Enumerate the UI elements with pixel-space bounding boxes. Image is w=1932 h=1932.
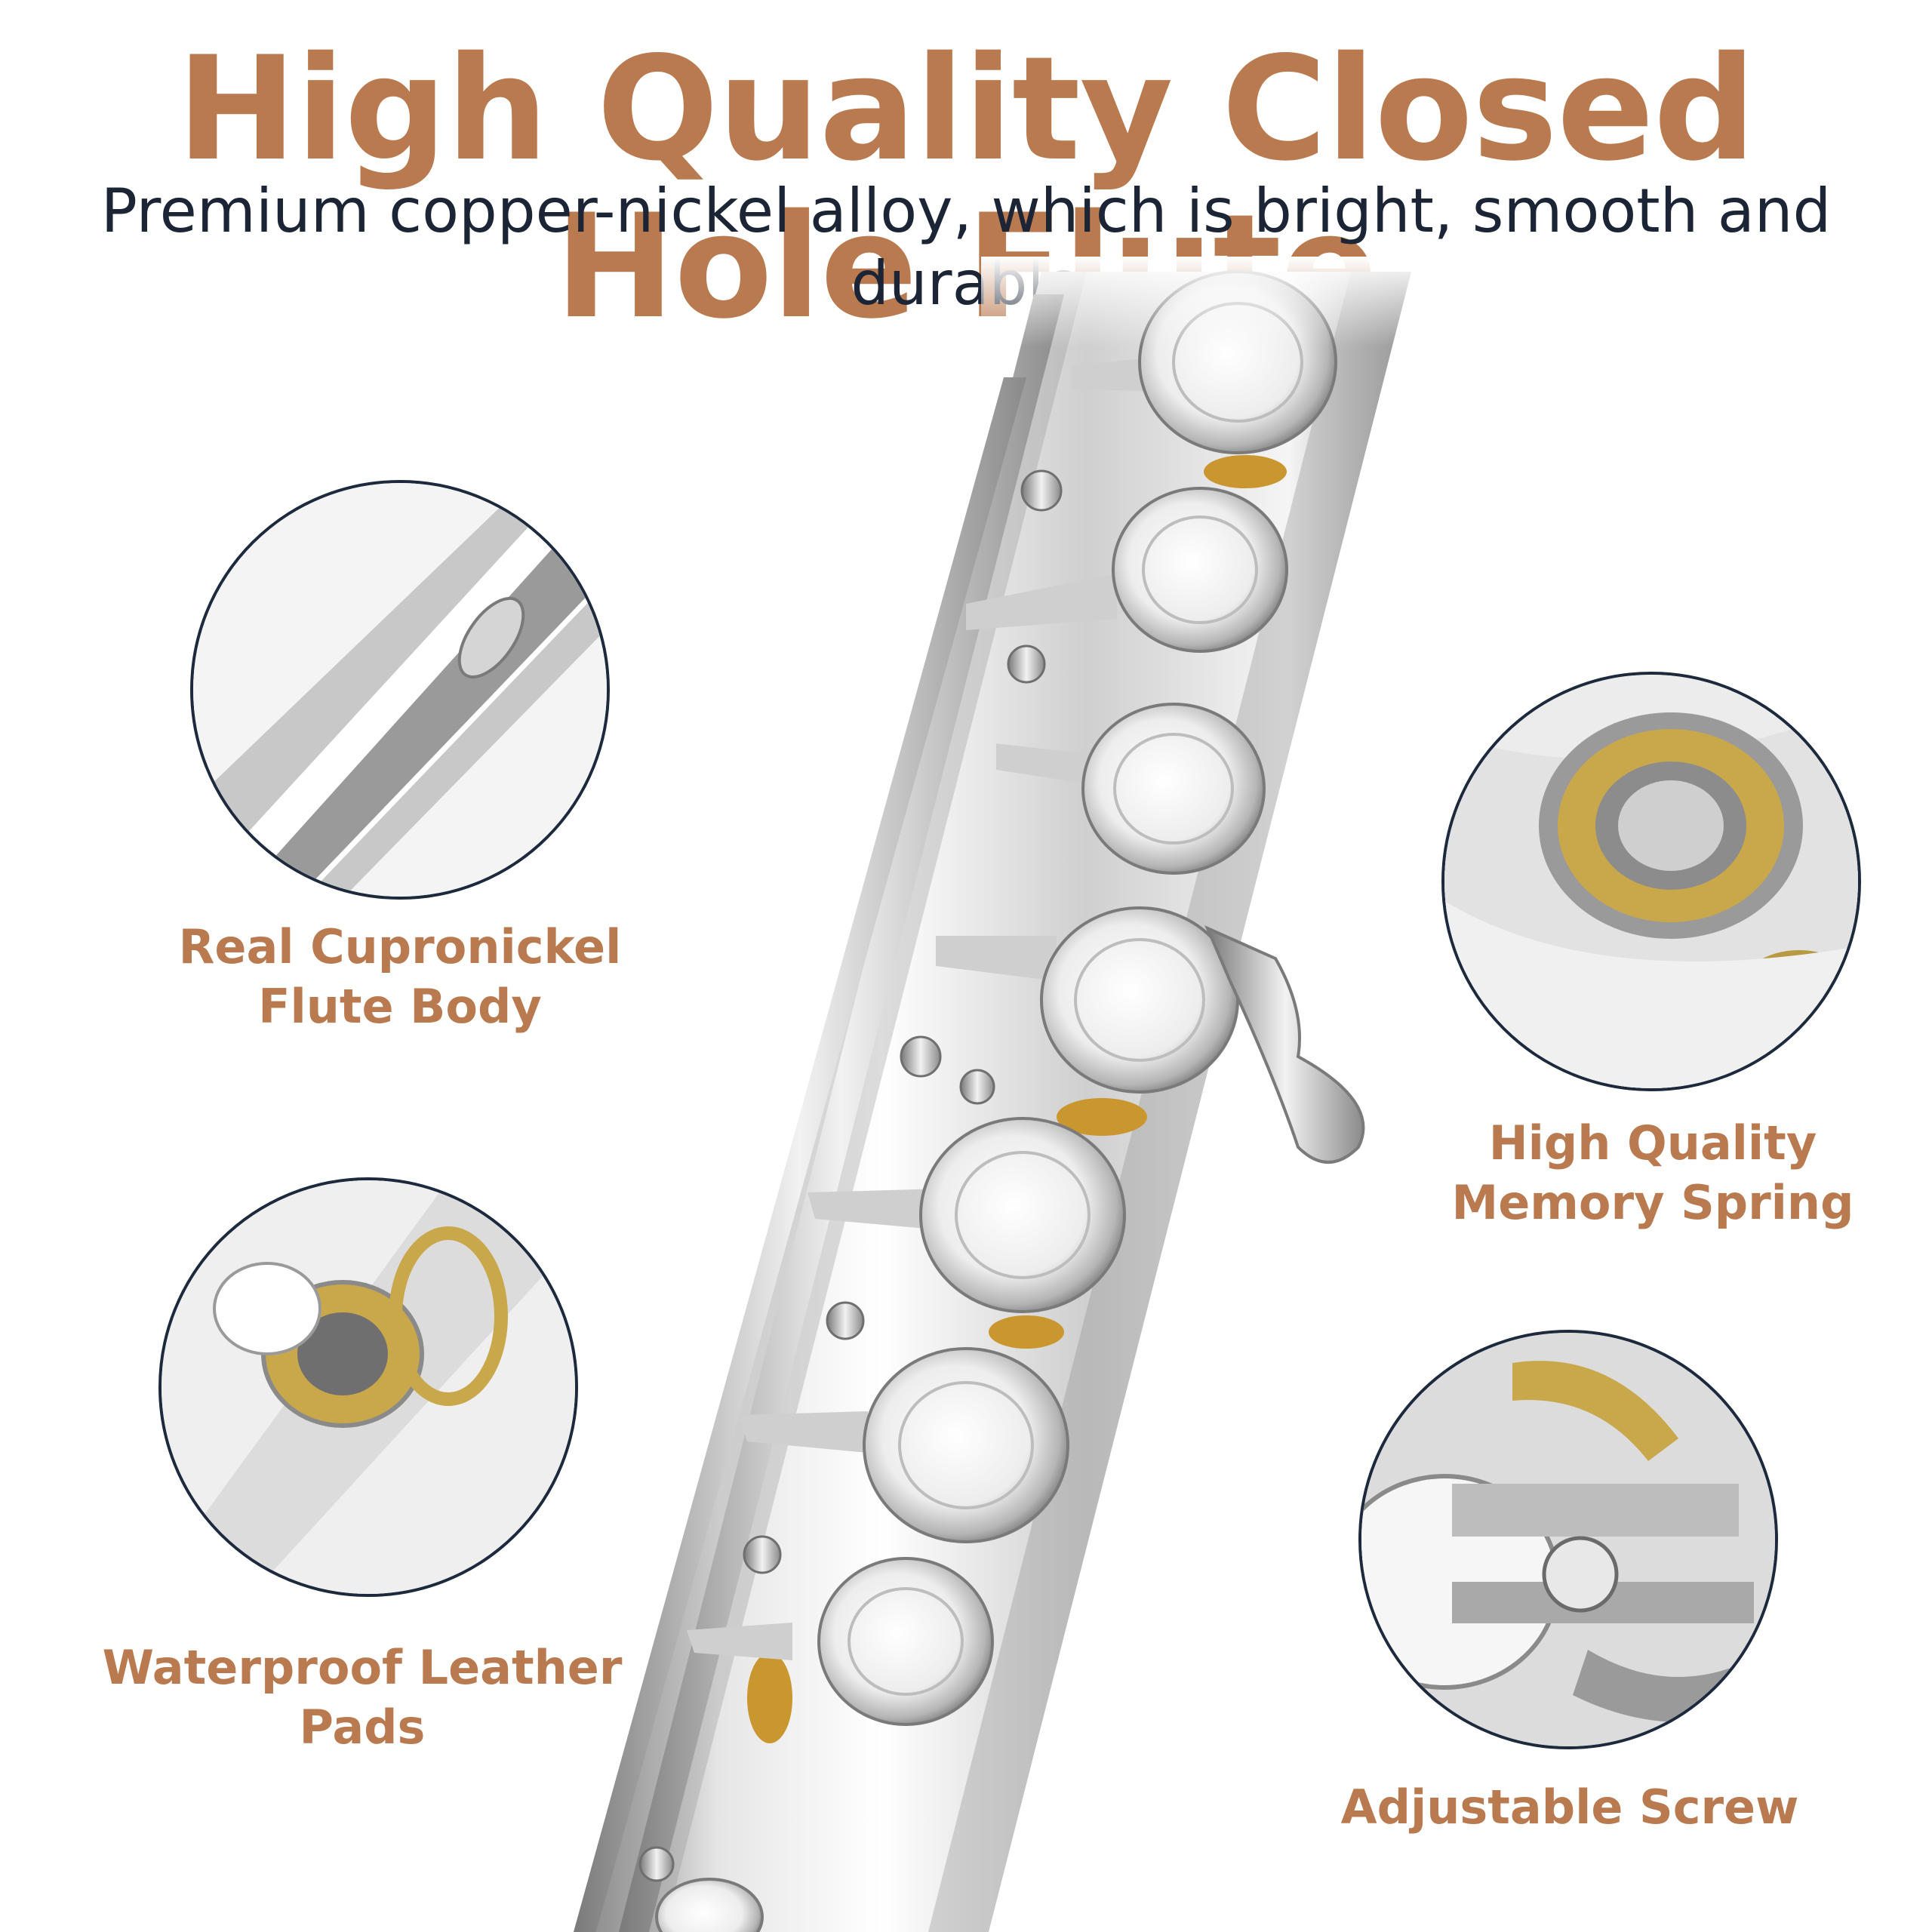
screw-closeup-image: [1361, 1333, 1775, 1746]
flute-body-closeup-image: [193, 483, 607, 897]
feature-label-body-line1: Real Cupronickel: [178, 919, 622, 974]
feature-label-screw-line1: Adjustable Screw: [1340, 1780, 1799, 1835]
flute-rods: [574, 294, 1064, 1932]
feature-circle-spring: [1441, 672, 1861, 1091]
key-5: [808, 1117, 1126, 1313]
key-3: [996, 703, 1266, 875]
flute-pads: [747, 455, 1287, 1743]
pads-closeup-image: [162, 1180, 575, 1594]
key-6: [740, 1347, 1069, 1543]
spring-closeup-image: [1444, 675, 1858, 1088]
feature-label-pads-line1: Waterproof Leather Pads: [102, 1640, 623, 1755]
feature-label-spring-line2: Memory Spring: [1451, 1175, 1854, 1231]
posts: [638, 469, 1063, 1882]
key-8: [655, 1878, 764, 1932]
feature-label-screw: Adjustable Screw: [1336, 1777, 1804, 1837]
feature-label-body: Real Cupronickel Flute Body: [128, 917, 672, 1037]
feature-circle-screw: [1358, 1330, 1778, 1749]
key-lever: [1204, 925, 1365, 1164]
feature-label-pads: Waterproof Leather Pads: [60, 1638, 664, 1758]
feature-label-spring-line1: High Quality: [1488, 1115, 1817, 1171]
key-2: [966, 487, 1288, 653]
feature-label-spring: High Quality Memory Spring: [1419, 1113, 1887, 1233]
feature-circle-body: [190, 480, 610, 900]
key-7: [687, 1557, 994, 1726]
feature-circle-pads: [158, 1177, 578, 1597]
feature-label-body-line2: Flute Body: [258, 979, 542, 1035]
